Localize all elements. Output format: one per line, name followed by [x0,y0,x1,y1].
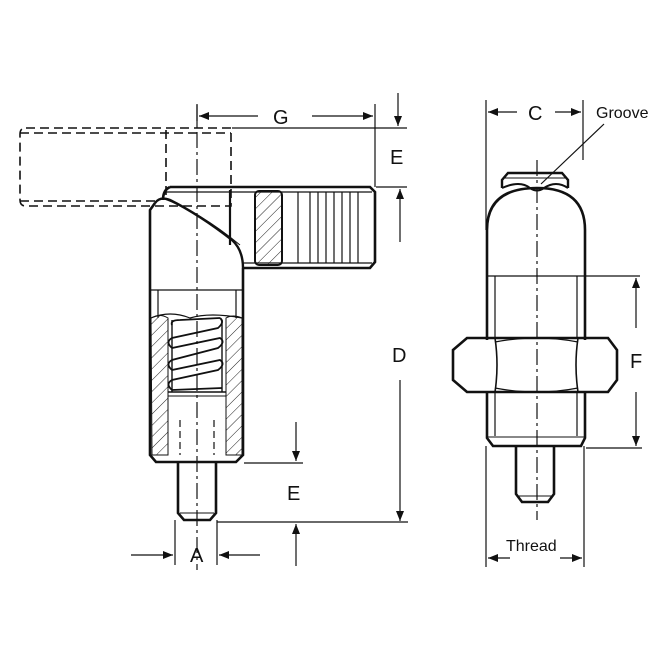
plunger-pin-front [514,446,556,504]
left-dimensions [131,93,408,566]
dimension-label-c: C [528,103,542,125]
groove-leader [540,123,605,185]
dimension-label-e-bottom: E [287,483,300,505]
spring [167,317,224,392]
groove-top [500,171,570,188]
cam-surface [154,197,245,269]
dimension-label-d: D [392,345,406,367]
dimension-label-g: G [273,107,289,129]
side-view [19,105,377,570]
retracted-handle-outline [19,127,232,207]
dimension-label-a: A [190,545,204,567]
body-wall-right-section [225,315,243,456]
hex-nut [451,336,619,394]
threaded-shank [485,392,587,448]
handle-pin-section [254,190,283,266]
body-wall-left-section [150,315,169,456]
front-view [451,160,640,520]
right-dimensions [485,100,642,567]
plunger-body [148,202,245,464]
plunger-pin [176,462,218,522]
dimension-label-e-top: E [390,147,403,169]
dimension-label-thread: Thread [506,538,557,555]
callout-groove: Groove [596,105,649,122]
handle-front-outline [485,186,587,340]
dimension-label-f: F [630,351,642,373]
